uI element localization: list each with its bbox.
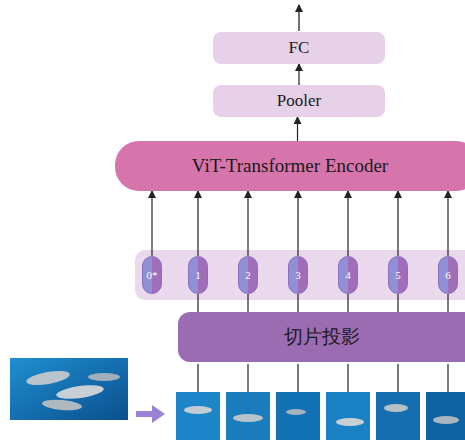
flow-arrow — [136, 405, 165, 423]
fc-box: FC — [213, 32, 385, 64]
image-patches — [176, 392, 465, 440]
connector-arrow — [297, 117, 298, 141]
connector-arrow — [397, 294, 398, 312]
connector-arrow — [397, 191, 398, 256]
token-band — [135, 250, 465, 300]
connector-arrow — [151, 191, 152, 256]
connector-arrow — [298, 64, 299, 85]
box-label: FC — [289, 38, 310, 58]
connector-arrow — [297, 191, 298, 256]
box-label: ViT-Transformer Encoder — [192, 155, 388, 177]
token-number: 3 — [295, 269, 301, 281]
token-capsule: 2 — [238, 256, 258, 294]
token-number: 5 — [395, 269, 401, 281]
token-capsule: 6 — [438, 256, 458, 294]
encoder-box: ViT-Transformer Encoder — [115, 141, 465, 191]
connector-arrow — [447, 191, 448, 256]
connector-arrow — [247, 191, 248, 256]
connector-arrow — [197, 191, 198, 256]
token-capsule: 0* — [142, 256, 162, 294]
token-capsule: 1 — [188, 256, 208, 294]
token-number: 4 — [345, 269, 351, 281]
connector-arrow — [197, 294, 198, 312]
box-label: 切片投影 — [284, 324, 360, 350]
connector-arrow — [447, 294, 448, 312]
connector-arrow — [347, 294, 348, 312]
dolphin-image — [10, 358, 128, 420]
token-capsule: 4 — [338, 256, 358, 294]
token-capsule: 3 — [288, 256, 308, 294]
projection-box: 切片投影 — [178, 312, 465, 362]
connector-arrow — [297, 294, 298, 312]
patch-lines — [198, 364, 448, 392]
pooler-box: Pooler — [213, 85, 385, 117]
token-number: 0* — [147, 269, 158, 281]
token-number: 1 — [195, 269, 201, 281]
connector-arrow — [347, 191, 348, 256]
token-number: 6 — [445, 269, 451, 281]
token-number: 2 — [245, 269, 251, 281]
box-label: Pooler — [277, 91, 321, 111]
token-capsule: 5 — [388, 256, 408, 294]
connector-arrow — [247, 294, 248, 312]
output-arrow — [298, 5, 299, 31]
